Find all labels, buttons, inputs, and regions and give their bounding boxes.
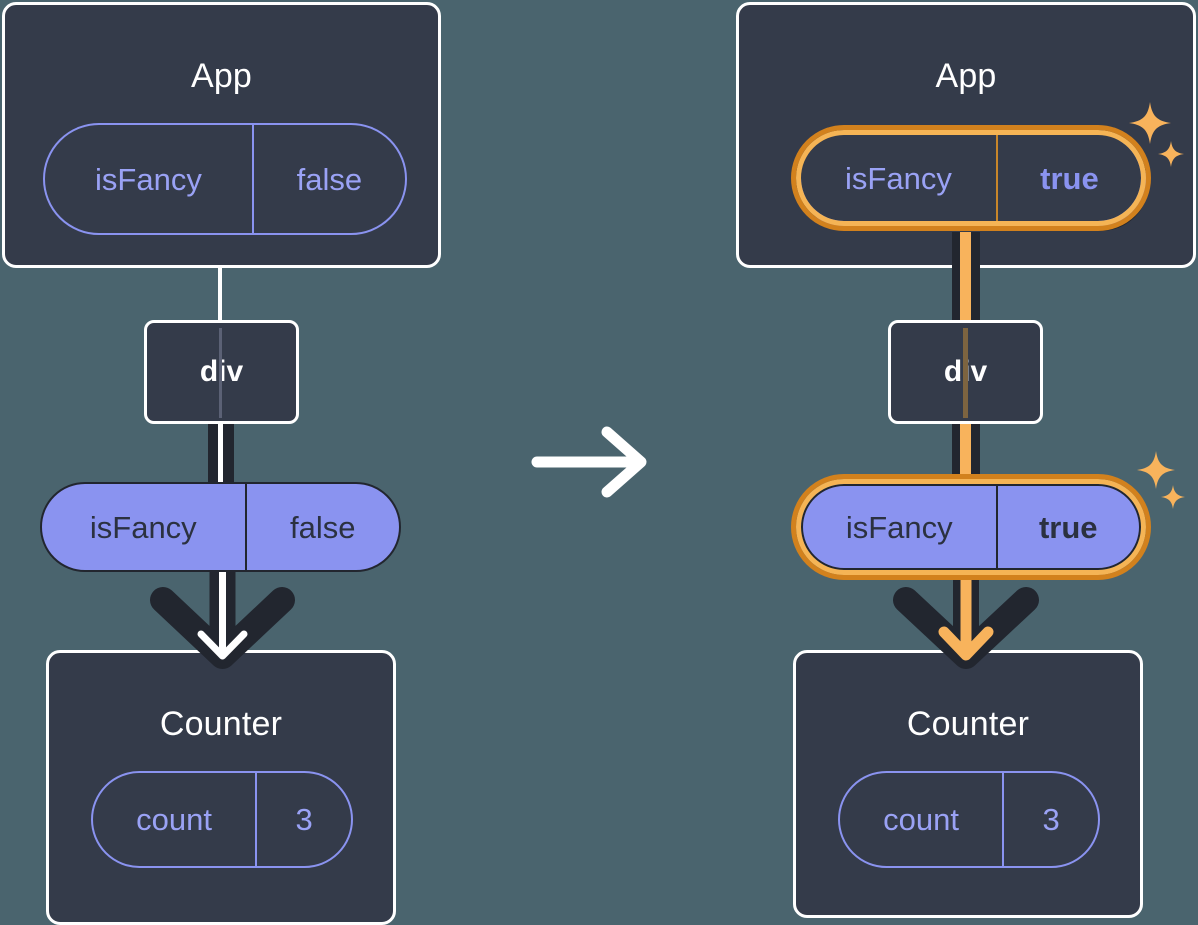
- before-counter-state-value: 3: [255, 773, 351, 866]
- before-app-state-pill: isFancy false: [43, 123, 407, 235]
- after-app-pill-interior: [801, 135, 1141, 221]
- transition-arrow-right-icon: [531, 426, 649, 498]
- after-app-title: App: [935, 57, 997, 95]
- before-app-state-value: false: [251, 125, 405, 233]
- after-counter-title: Counter: [906, 705, 1030, 743]
- after-connector-app-to-div-core: [960, 232, 971, 324]
- after-app-state-key-text: isFancy: [845, 160, 952, 196]
- sparkle-large-top-icon: [1128, 101, 1172, 145]
- before-connector-app-to-div: [218, 266, 222, 322]
- after-counter-state-pill: count 3: [838, 771, 1100, 868]
- sparkle-small-mid-icon: [1160, 484, 1186, 510]
- after-prop-key: isFancy: [845, 509, 953, 545]
- before-app-panel: App isFancy false: [2, 2, 441, 268]
- before-prop-value: false: [244, 484, 399, 570]
- before-app-title: App: [190, 57, 253, 95]
- before-counter-panel: Counter count 3: [46, 650, 396, 925]
- before-counter-state-key: count: [136, 802, 213, 837]
- before-prop-pill: isFancy false: [40, 482, 401, 572]
- before-counter-title: Counter: [159, 705, 283, 743]
- before-connector-through-div: [219, 328, 222, 418]
- sparkle-small-top-icon: [1157, 140, 1185, 168]
- before-connector-div-to-prop-core: [218, 422, 223, 484]
- before-arrow-head-icon: [140, 562, 305, 676]
- before-prop-key: isFancy: [89, 509, 197, 545]
- after-app-pill-content: isFancy true: [801, 135, 1141, 221]
- after-connector-div-to-prop-core: [960, 422, 971, 484]
- after-prop-pill: isFancy true: [801, 484, 1141, 570]
- after-arrow-head-icon: [882, 554, 1050, 676]
- after-app-state-value-text: true: [995, 135, 1141, 221]
- before-app-state-key: isFancy: [95, 161, 202, 197]
- after-counter-state-key: count: [883, 802, 960, 837]
- after-connector-through-div: [963, 328, 968, 418]
- before-counter-state-pill: count 3: [91, 771, 353, 868]
- after-counter-panel: Counter count 3: [793, 650, 1143, 918]
- sparkle-large-mid-icon: [1136, 450, 1176, 490]
- after-prop-value: true: [995, 486, 1139, 568]
- after-counter-state-value: 3: [1002, 773, 1098, 866]
